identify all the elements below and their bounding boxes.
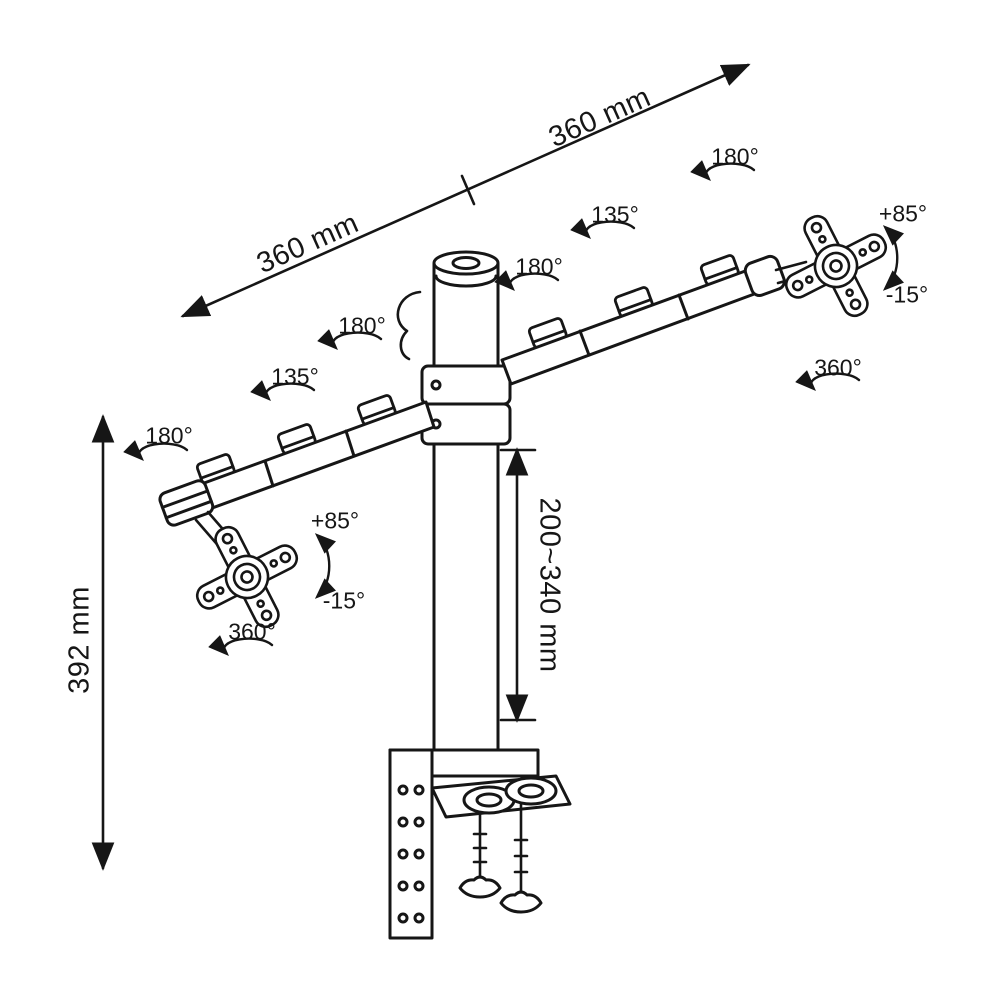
rotation-arrow-right-inner-icon — [494, 270, 560, 291]
angle-label-left-inner: 180° — [338, 312, 386, 339]
angle-label-right-tilt-up: +85° — [878, 200, 928, 227]
rotation-arrow-left-inner-icon — [317, 329, 383, 350]
release-lever — [396, 290, 422, 361]
angle-label-right-outer: 180° — [711, 143, 759, 170]
rotation-arrow-left-vesa-icon — [208, 635, 274, 656]
angle-label-right-rotation: 360° — [814, 354, 862, 381]
pole — [432, 250, 500, 754]
tilt-arrow-right-icon — [882, 225, 905, 291]
angle-label-left-mid: 135° — [271, 363, 319, 390]
dimension-label-height-range: 200~340 mm — [533, 497, 566, 673]
angle-label-left-rotation: 360° — [228, 618, 276, 645]
dimension-arrow-height-range — [499, 447, 537, 723]
dimension-arrow-diagonal — [180, 63, 751, 318]
clamp-screw — [472, 802, 529, 895]
tilt-arrow-left-icon — [314, 533, 337, 599]
angle-label-left-outer: 180° — [145, 422, 193, 449]
clamp-knob — [458, 875, 502, 899]
rotation-arrow-right-vesa-icon — [795, 370, 861, 391]
angle-label-right-mid: 135° — [591, 201, 639, 228]
rotation-arrow-right-mid-icon — [570, 218, 636, 239]
angle-label-left-tilt-down: -15° — [322, 587, 366, 614]
clamp-knob — [499, 890, 543, 914]
angle-label-left-tilt-up: +85° — [310, 507, 360, 534]
dimension-label-pole-height: 392 mm — [63, 586, 96, 694]
angle-label-right-tilt-down: -15° — [885, 281, 929, 308]
left-arm — [158, 392, 436, 552]
rotation-arrow-right-outer-icon — [690, 160, 756, 181]
desk-clamp — [388, 748, 572, 940]
angle-label-right-inner: 180° — [515, 253, 563, 280]
rotation-arrow-left-outer-icon — [123, 440, 189, 461]
rotation-arrow-left-mid-icon — [250, 380, 316, 401]
